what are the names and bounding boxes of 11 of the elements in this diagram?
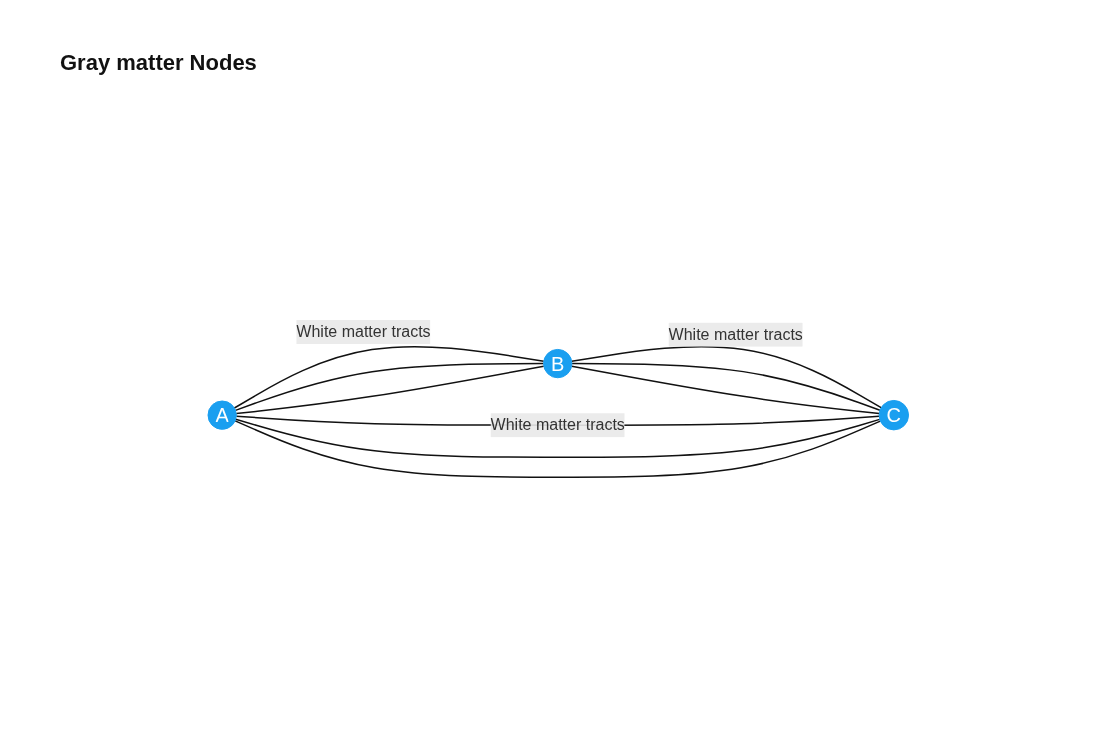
connector xyxy=(234,418,881,459)
connector xyxy=(234,420,881,479)
node-circle: A xyxy=(207,400,237,431)
connector xyxy=(570,346,882,409)
edge-label: White matter tracts xyxy=(668,326,803,344)
edge-label: White matter tracts xyxy=(490,416,625,434)
connector xyxy=(233,346,545,410)
node-circle: C xyxy=(878,400,909,431)
node-circle: B xyxy=(542,349,573,379)
group-heading: Gray matter Nodes xyxy=(60,50,258,76)
edge-label: White matter tracts xyxy=(296,323,431,341)
